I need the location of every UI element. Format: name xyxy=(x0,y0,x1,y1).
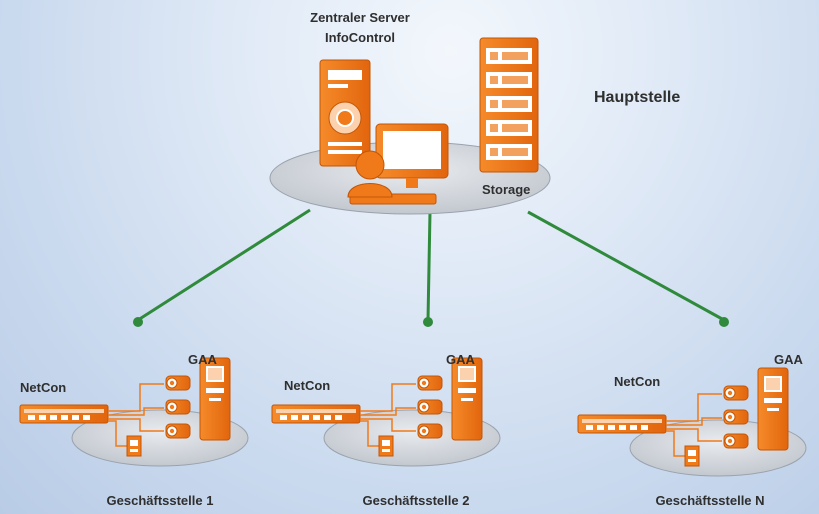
netcon-label: NetCon xyxy=(614,374,661,389)
branch-2-network xyxy=(271,357,501,467)
branch-1-network xyxy=(19,357,249,467)
gaa-label: GAA xyxy=(188,352,217,367)
server-label-line2: InfoControl xyxy=(324,30,396,45)
site-label-hauptstelle: Hauptstelle xyxy=(594,89,681,106)
link-endpoints xyxy=(133,317,729,327)
server-label-line1: Zentraler Server xyxy=(310,10,410,25)
branch-n-network xyxy=(577,367,807,477)
gaa-label: GAA xyxy=(774,352,803,367)
network-links xyxy=(137,208,725,322)
netcon-label: NetCon xyxy=(284,378,331,393)
branch-label: Geschäftsstelle 2 xyxy=(362,493,470,508)
branch-label: Geschäftsstelle 1 xyxy=(106,493,214,508)
storage-label: Storage xyxy=(482,182,531,197)
gaa-label: GAA xyxy=(446,352,475,367)
storage-rack-icon xyxy=(479,37,539,173)
netcon-label: NetCon xyxy=(20,380,67,395)
branch-label: Geschäftsstelle N xyxy=(655,493,765,508)
user-icon xyxy=(347,150,393,198)
server-icon xyxy=(319,59,371,167)
workstation-icon xyxy=(349,123,449,205)
